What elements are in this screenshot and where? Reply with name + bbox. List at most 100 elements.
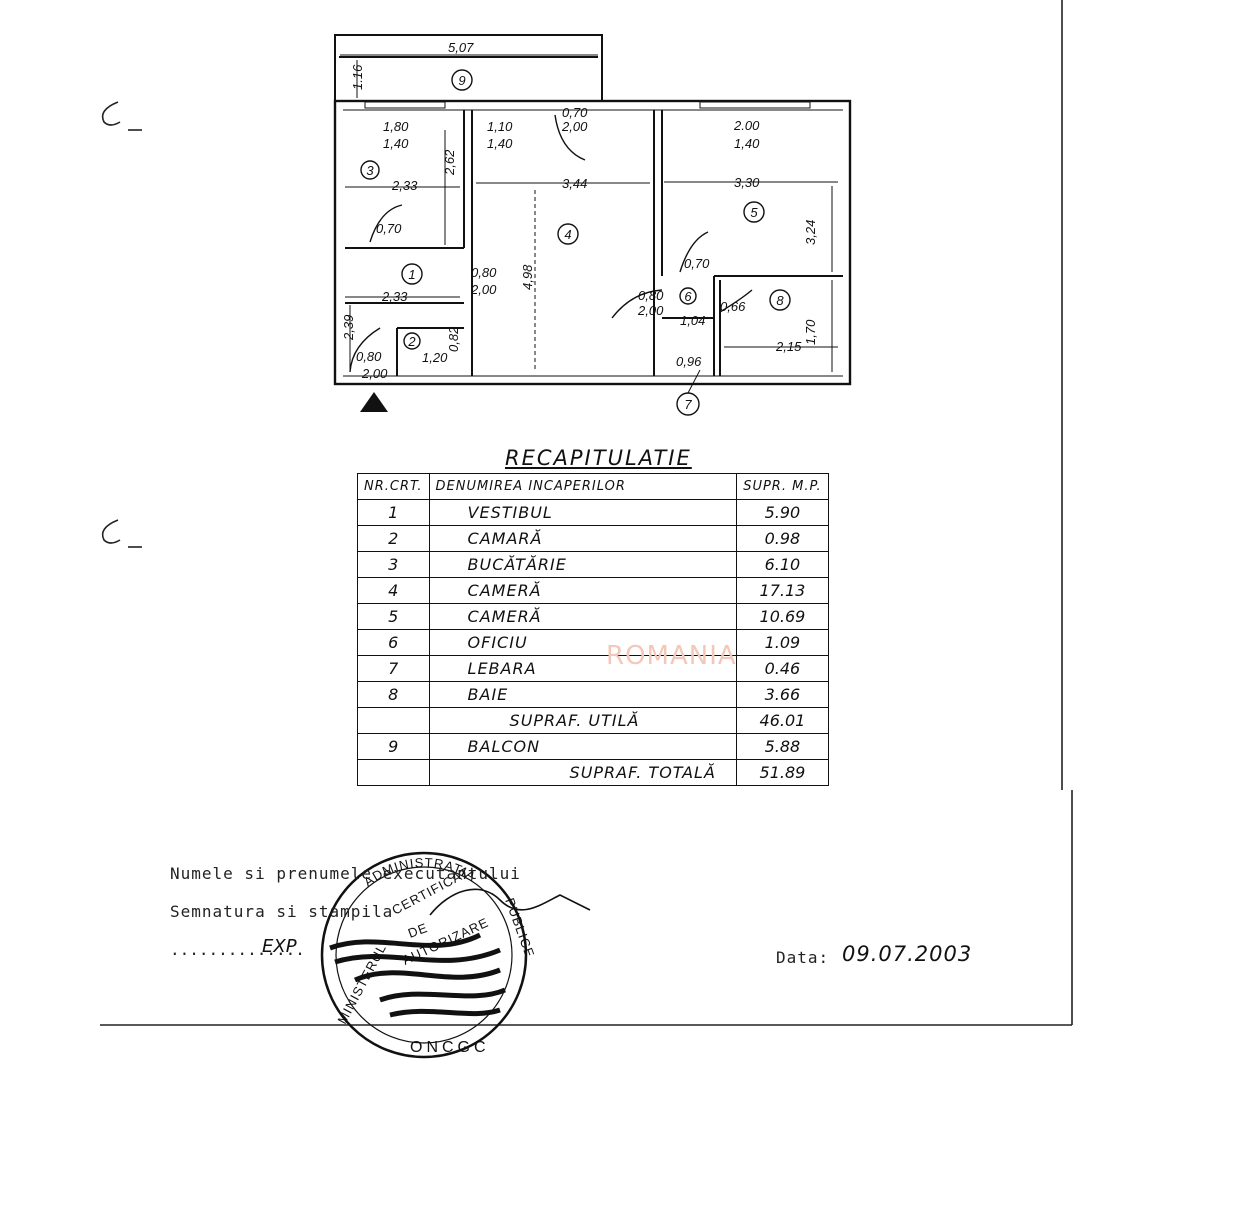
dim-kitchen-height: 2,62	[442, 149, 457, 176]
room-number-8: 8	[776, 293, 784, 308]
dim-entry-door-top: 0,80	[356, 349, 382, 364]
room-number-1: 1	[408, 267, 415, 282]
binder-mark-icon	[101, 519, 121, 544]
dim-entry-door-bottom: 2,00	[361, 366, 388, 381]
dim-room5-window-bottom: 1,40	[734, 136, 760, 151]
dim-pantry-width: 1,20	[422, 350, 448, 365]
date-label: Data:	[776, 948, 830, 967]
row-area: 0.98	[735, 525, 830, 552]
dim-bath-door: 0,66	[720, 299, 746, 314]
table-header-row: NR.CRT. DENUMIREA INCAPERILOR SUPR. M.P.	[357, 473, 830, 500]
row-nr: 8	[357, 681, 430, 708]
official-stamp: ADMINISTRATIA MINISTERUL PUBLICE CERTIFI…	[320, 851, 591, 1059]
dim-room4-height: 4,98	[520, 264, 535, 290]
dim-bath-height: 1,70	[803, 319, 818, 345]
stamp-ring-left: MINISTERUL	[334, 941, 389, 1026]
header-name: DENUMIREA INCAPERILOR	[428, 473, 737, 500]
room-number-2: 2	[407, 334, 416, 349]
row-name: CAMARĂ	[428, 525, 737, 552]
room-number-6: 6	[684, 289, 692, 304]
dotted-line: ..............	[170, 940, 305, 959]
row-area: 1.09	[735, 629, 830, 656]
redaction-scribble	[329, 932, 506, 1018]
dim-office-door-top: 0,80	[638, 288, 664, 303]
row-area: 17.13	[735, 577, 830, 604]
row-name: LEBARA	[428, 655, 737, 682]
dim-kitchen-window-bottom: 1,40	[383, 136, 409, 151]
room-number-7: 7	[684, 397, 692, 412]
row-area: 0.46	[735, 655, 830, 682]
watermark: ROMANIA	[606, 641, 737, 671]
dim-bath-width: 2,15	[775, 339, 802, 354]
apartment-outline	[333, 99, 852, 386]
dim-hall-width: 2,33	[381, 289, 408, 304]
signature	[429, 888, 591, 916]
row-nr: 9	[357, 733, 430, 760]
row-nr: 7	[357, 655, 430, 682]
dim-balcony-door-bottom: 2,00	[561, 119, 588, 134]
signature-line: Semnatura si stampila	[170, 902, 394, 921]
dim-room5-window-top: 2.00	[733, 118, 760, 133]
date-value: 09.07.2003	[842, 942, 973, 966]
row-name: BALCON	[428, 733, 737, 760]
row-area: 6.10	[735, 551, 830, 578]
stamp-line-2: DE	[406, 920, 430, 941]
dim-balcony-width: 5,07	[448, 40, 474, 55]
dim-wc-1: 1,04	[680, 313, 705, 328]
dim-room4-window-bottom: 1,40	[487, 136, 513, 151]
binder-mark-icon	[101, 101, 121, 126]
header-area: SUPR. M.P.	[735, 473, 830, 500]
dim-wc-2: 0,96	[676, 354, 702, 369]
dim-pantry-height: 0,82	[446, 326, 461, 352]
row-name: BAIE	[428, 681, 737, 708]
useful-area-value: 46.01	[735, 707, 830, 734]
room-number-5: 5	[750, 205, 758, 220]
dim-room4-width: 3,44	[562, 176, 587, 191]
dim-office-door-bottom: 2,00	[637, 303, 664, 318]
row-name: BUCĂTĂRIE	[428, 551, 737, 578]
row-nr: 3	[357, 551, 430, 578]
room-number-3: 3	[366, 163, 374, 178]
dim-room5-width: 3,30	[734, 175, 760, 190]
recap-table: NR.CRT. DENUMIREA INCAPERILOR SUPR. M.P.…	[357, 473, 830, 786]
row-area: 5.90	[735, 499, 830, 526]
recap-title: RECAPITULATIE	[505, 446, 692, 470]
dim-room5-door: 0,70	[684, 256, 710, 271]
useful-area-label: SUPRAF. UTILĂ	[428, 707, 737, 734]
row-nr: 5	[357, 603, 430, 630]
dim-kitchen-width: 2,33	[391, 178, 418, 193]
dim-balcony-depth: 1.16	[350, 64, 365, 90]
dim-entry-height: 2,39	[341, 315, 356, 341]
dim-hall-door-top: 0,80	[471, 265, 497, 280]
exp-label: EXP	[262, 936, 297, 957]
dim-room4-window-top: 1,10	[487, 119, 513, 134]
row-area: 3.66	[735, 681, 830, 708]
row-name: VESTIBUL	[428, 499, 737, 526]
row-area: 10.69	[735, 603, 830, 630]
room-number-9: 9	[458, 73, 465, 88]
row-name: CAMERĂ	[428, 577, 737, 604]
dim-hall-door-bottom: 2,00	[470, 282, 497, 297]
row-nr: 6	[357, 629, 430, 656]
executant-name-line: Numele si prenumele executantului	[170, 864, 521, 883]
entrance-arrow-icon	[360, 392, 388, 412]
row-nr: 1	[357, 499, 430, 526]
row-nr: 4	[357, 577, 430, 604]
row-name: OFICIU	[428, 629, 737, 656]
row-nr: 2	[357, 525, 430, 552]
total-area-value: 51.89	[735, 759, 830, 786]
dim-room5-height: 3,24	[803, 220, 818, 245]
dim-kitchen-window-top: 1,80	[383, 119, 409, 134]
